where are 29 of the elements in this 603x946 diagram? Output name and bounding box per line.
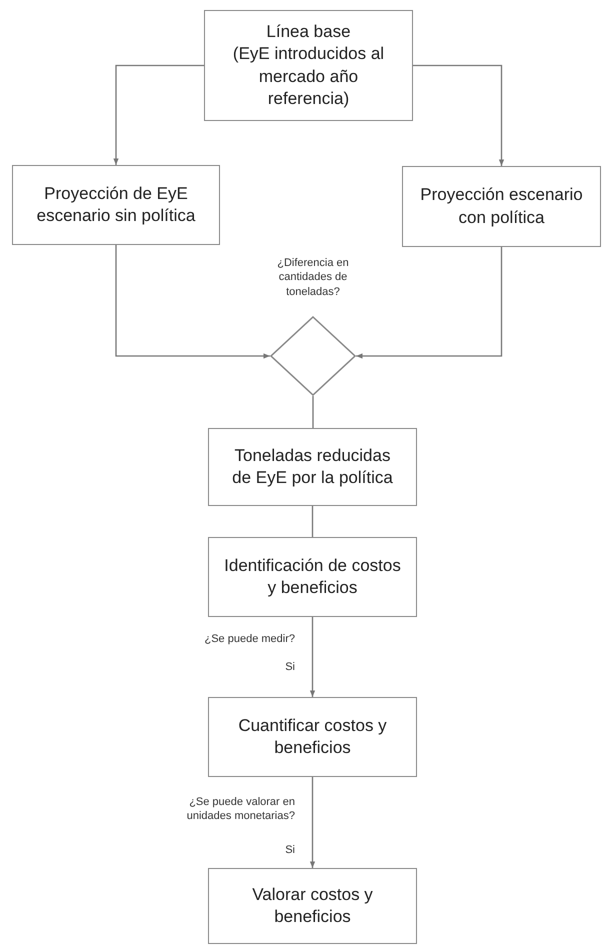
arrow — [115, 245, 270, 359]
connector-line — [312, 506, 314, 537]
condition-label: Si — [284, 660, 295, 674]
arrow — [356, 247, 502, 359]
box-text: (EyE introducidos al mercado año referencia) — [232, 43, 386, 110]
process-box — [12, 165, 220, 245]
arrow — [413, 64, 504, 166]
process-box — [402, 166, 601, 247]
box-text: Valorar costos y beneficios — [251, 884, 374, 928]
process-box — [208, 428, 417, 506]
connector-line — [312, 396, 314, 428]
arrow — [310, 617, 316, 697]
box-text: Proyección de EyE escenario sin política — [36, 182, 196, 227]
process-box — [208, 697, 417, 777]
condition-label: Si — [284, 843, 295, 858]
process-box — [208, 537, 417, 617]
box-text: Cuantificar costos y beneficios — [237, 714, 388, 759]
box-text: Línea base — [265, 21, 352, 44]
arrow — [310, 777, 316, 868]
process-box — [208, 868, 417, 944]
box-text: Proyección escenario con política — [419, 184, 584, 228]
condition-label: ¿Se puede medir? — [204, 632, 295, 646]
condition-label: ¿Se puede valorar en unidades monetarias? — [186, 795, 295, 824]
box-text: Identificación de costos y beneficios — [223, 554, 402, 599]
arrow — [113, 64, 204, 165]
box-text: Toneladas reducidas de EyE por la política — [231, 444, 394, 489]
decision-diamond — [270, 316, 356, 396]
question-text: ¿Diferencia en cantidades de toneladas? — [276, 256, 350, 299]
process-box — [204, 10, 413, 121]
